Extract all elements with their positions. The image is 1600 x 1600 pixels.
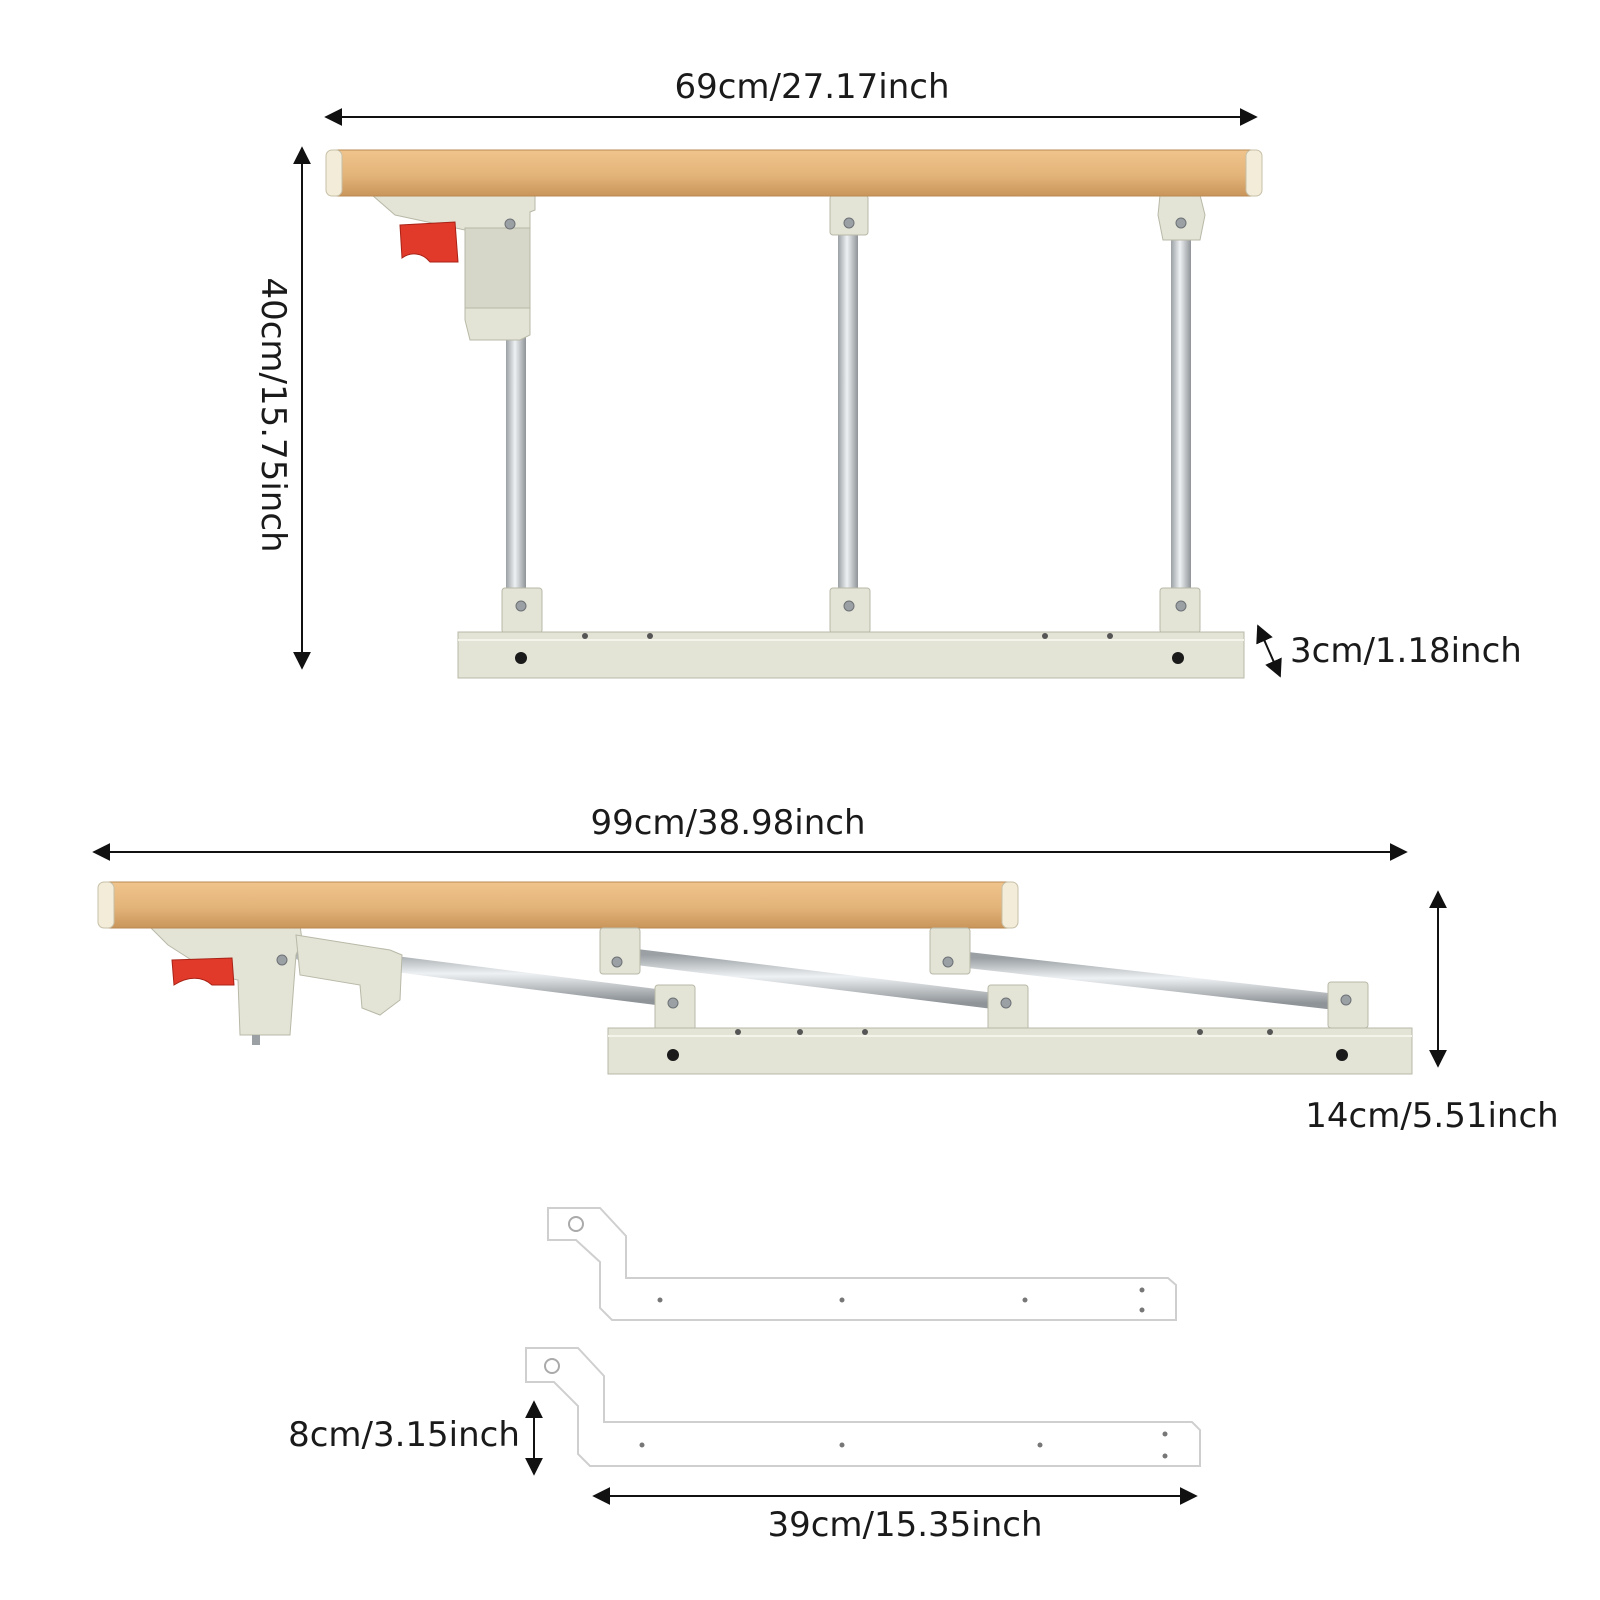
folded-rail	[97, 881, 1413, 1075]
upright-rail	[325, 149, 1263, 679]
upright-wood-handrail	[325, 149, 1263, 197]
folded-latch-block	[146, 924, 403, 1045]
folded-length-label: 99cm/38.98inch	[590, 803, 865, 843]
folded-hinge-arm	[295, 934, 403, 1016]
upright-base-tube	[457, 631, 1245, 679]
red-release-lever-folded	[171, 957, 235, 986]
bracket-height-label: 8cm/3.15inch	[288, 1415, 520, 1455]
upright-top-bracket-middle	[829, 194, 869, 236]
base-tube-height-label: 3cm/1.18inch	[1290, 631, 1522, 671]
upright-bottom-brackets	[501, 587, 1201, 634]
red-release-lever-upright	[399, 221, 459, 263]
folded-base-tube	[607, 1027, 1413, 1075]
folded-slant-bar-2	[612, 947, 1018, 1011]
upright-pole-right	[1171, 225, 1191, 590]
upright-latch-block	[370, 194, 536, 341]
folded-wood-handrail	[97, 881, 1019, 929]
folded-top-brackets	[599, 927, 971, 975]
mounting-bracket-lower	[525, 1347, 1201, 1467]
upright-height-label: 40cm/15.75inch	[253, 277, 293, 552]
upright-pole-left	[506, 320, 526, 590]
upright-pole-middle	[838, 225, 858, 590]
folded-height-label: 14cm/5.51inch	[1305, 1096, 1558, 1136]
bracket-length-label: 39cm/15.35inch	[767, 1505, 1042, 1545]
folded-slant-bar-3	[942, 950, 1353, 1011]
folded-bottom-brackets	[654, 981, 1369, 1032]
mounting-bracket-upper	[547, 1207, 1177, 1321]
base-tube-height-arrow	[1256, 624, 1282, 678]
upright-width-label: 69cm/27.17inch	[674, 67, 949, 107]
upright-top-bracket-right	[1157, 194, 1206, 241]
